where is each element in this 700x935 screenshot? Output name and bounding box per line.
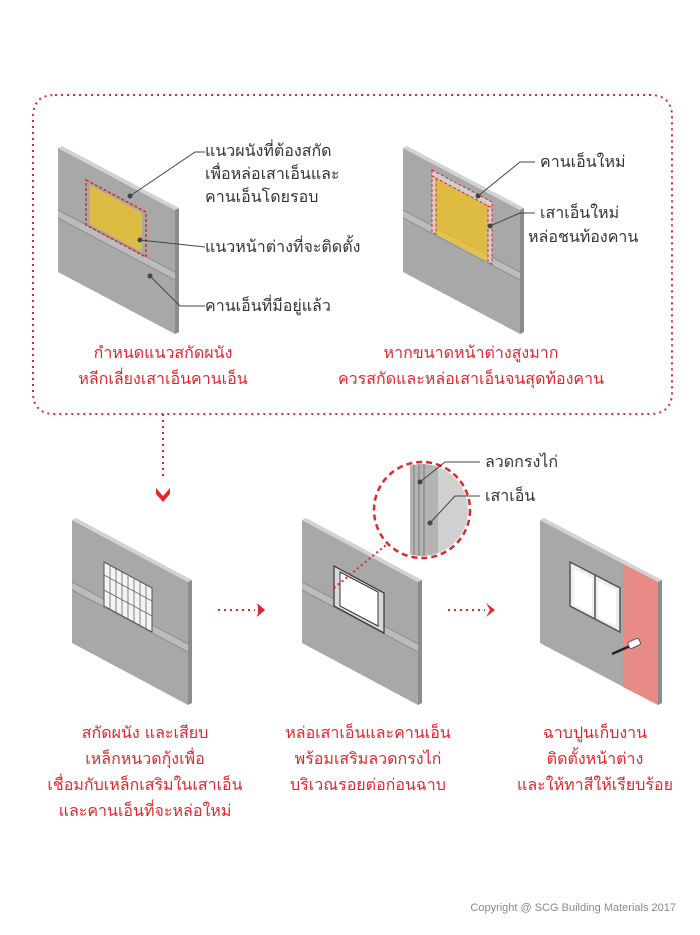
- copyright-text: Copyright @ SCG Building Materials 2017: [470, 902, 676, 914]
- detail-label-column: เสาเอ็น: [485, 486, 536, 505]
- panel1-caption: กำหนดแนวสกัดผนัง หลีกเลี่ยงเสาเอ็นคานเอ็…: [56, 340, 270, 392]
- top-section-frame: [32, 94, 673, 415]
- detail-leaders: [417, 461, 480, 526]
- panel2-label-new-column: เสาเอ็นใหม่: [540, 203, 620, 222]
- chevron-right-icon: [256, 603, 265, 617]
- step2-caption-line3: บริเวณรอยต่อก่อนฉาบ: [290, 775, 446, 794]
- panel2-window-opening: [436, 178, 488, 262]
- panel2-leaders: [475, 161, 535, 229]
- panel1-caption-line2: หลีกเลี่ยงเสาเอ็นคานเอ็น: [78, 369, 248, 388]
- panel2-label-new-beam: คานเอ็นใหม่: [540, 152, 626, 171]
- step2-opening: [333, 564, 385, 635]
- down-chevron-icon: [156, 488, 170, 502]
- panel1-label-existing-beam: คานเอ็นที่มีอยู่แล้ว: [205, 296, 331, 315]
- panel1-wall: [57, 146, 179, 334]
- step3-caption-line3: และให้ทาสีให้เรียบร้อย: [517, 775, 673, 794]
- step1-caption-line4: และคานเอ็นที่จะหล่อใหม่: [58, 801, 232, 820]
- step-arrow-2: [448, 603, 495, 617]
- step1-caption-line2: เหล็กหนวดกุ้งเพื่อ: [85, 749, 205, 768]
- step1-caption-line1: สกัดผนัง และเสียบ: [81, 723, 209, 742]
- panel1-label-window-line: แนวหน้าต่างที่จะติดตั้ง: [205, 237, 361, 256]
- panel2-caption: หากขนาดหน้าต่างสูงมาก ควรสกัดและหล่อเสาเ…: [316, 340, 626, 392]
- panel2-caption-line2: ควรสกัดและหล่อเสาเอ็นจนสุดท้องคาน: [337, 369, 605, 388]
- panel2-caption-line1: หากขนาดหน้าต่างสูงมาก: [383, 343, 559, 362]
- panel1-label-line3: คานเอ็นโดยรอบ: [205, 187, 319, 206]
- panel1-leaders: [127, 151, 206, 307]
- panel2-new-column-right: [487, 205, 493, 265]
- chevron-right-icon: [486, 603, 495, 617]
- panel1-window-opening: [90, 185, 142, 252]
- step-arrow-1: [218, 603, 265, 617]
- step2-caption: หล่อเสาเอ็นและคานเอ็น พร้อมเสริมลวดกรงไก…: [268, 720, 468, 798]
- panel1-cut-outline: [85, 178, 147, 259]
- panel2-new-beam: [431, 169, 493, 209]
- step3-caption: ฉาบปูนเก็บงาน ติดตั้งหน้าต่าง และให้ทาสี…: [505, 720, 685, 798]
- step1-opening-with-rebar: [103, 561, 153, 633]
- panel1-label-line2: เพื่อหล่อเสาเอ็นและ: [205, 164, 340, 183]
- step1-caption: สกัดผนัง และเสียบ เหล็กหนวดกุ้งเพื่อ เชื…: [30, 720, 260, 824]
- paint-roller-icon: [611, 637, 641, 656]
- panel1-label-line1: แนวผนังที่ต้องสกัด: [205, 141, 332, 160]
- step1-caption-line3: เชื่อมกับเหล็กเสริมในเสาเอ็น: [47, 775, 243, 794]
- step2-caption-line1: หล่อเสาเอ็นและคานเอ็น: [285, 723, 451, 742]
- detail-label-chicken-wire: ลวดกรงไก่: [485, 452, 559, 471]
- panel2-label-cast-to-beam: หล่อชนท้องคาน: [528, 227, 639, 246]
- step3-caption-line2: ติดตั้งหน้าต่าง: [546, 749, 644, 768]
- step2-caption-line2: พร้อมเสริมลวดกรงไก่: [294, 749, 442, 768]
- panel2-new-column-left: [431, 175, 437, 235]
- panel1-caption-line1: กำหนดแนวสกัดผนัง: [93, 343, 233, 362]
- step3-window: [569, 560, 621, 634]
- step3-caption-line1: ฉาบปูนเก็บงาน: [542, 723, 648, 742]
